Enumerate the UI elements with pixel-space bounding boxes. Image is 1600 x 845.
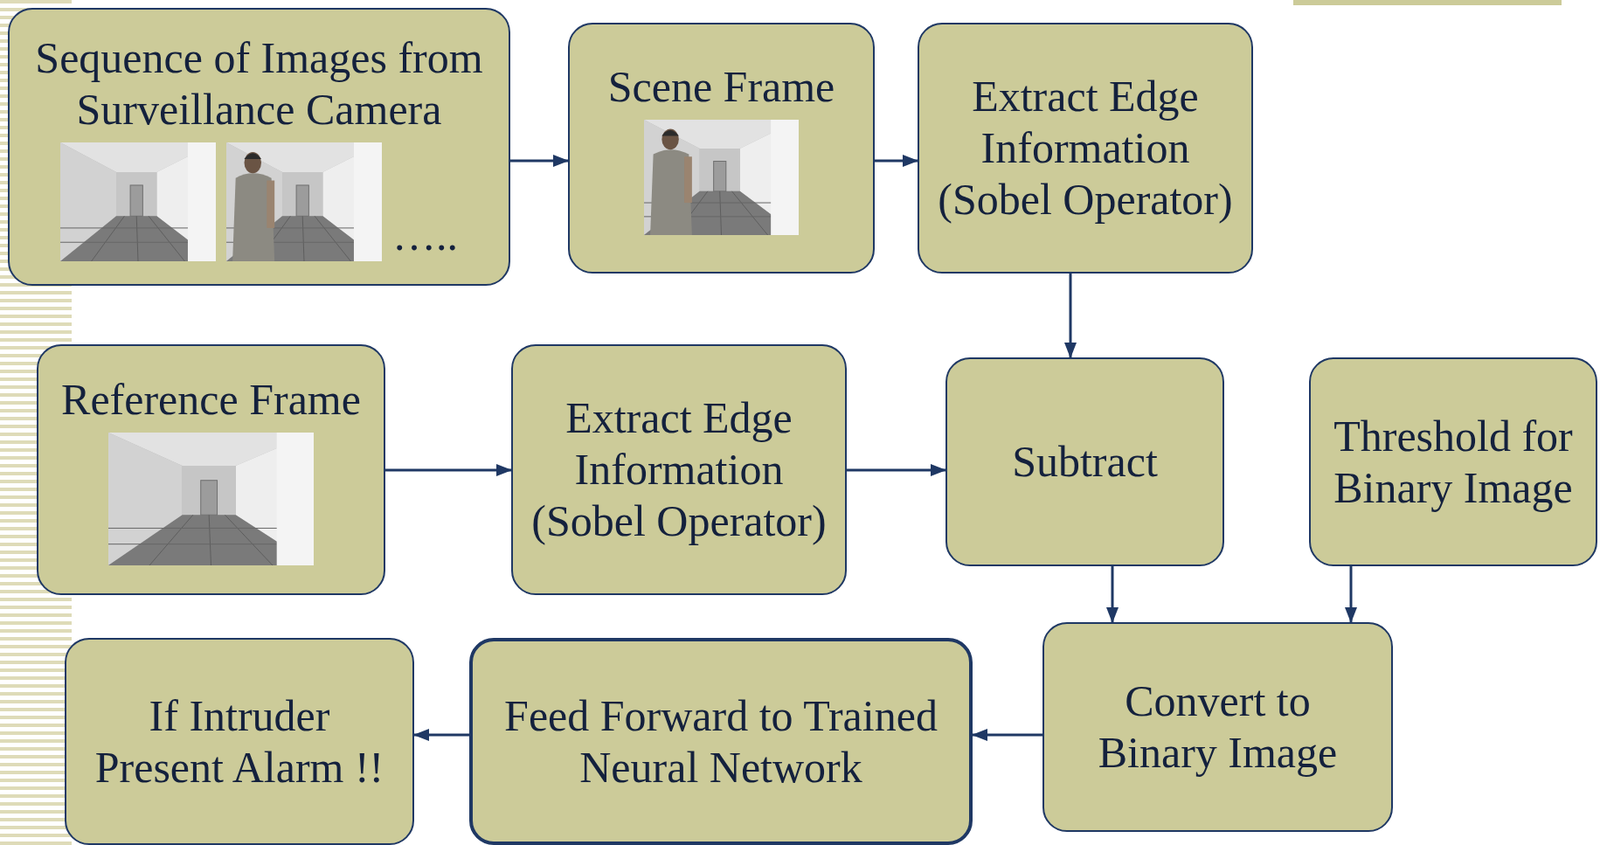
stripe xyxy=(0,306,72,311)
box-label: If Intruder Present Alarm !! xyxy=(90,690,388,794)
box-label: Scene Frame xyxy=(608,61,836,113)
stripe xyxy=(0,841,72,845)
stripe xyxy=(0,754,72,759)
process-box: Sequence of Images from Surveillance Cam… xyxy=(7,7,511,286)
top-bar xyxy=(1293,0,1562,6)
corridor-thumbnail xyxy=(60,142,216,262)
box-label: Feed Forward to Trained Neural Network xyxy=(489,690,953,794)
box-label: ….. xyxy=(392,209,458,262)
stripe xyxy=(0,613,72,617)
stripe xyxy=(0,660,72,665)
box-label: Extract Edge Information (Sobel Operator… xyxy=(932,70,1239,226)
stripe xyxy=(0,605,72,610)
stripe xyxy=(0,707,72,712)
thumbnail-row xyxy=(108,432,314,566)
thumbnail-row xyxy=(644,119,799,236)
stripe xyxy=(0,330,72,334)
stripe xyxy=(0,290,72,295)
stripe xyxy=(0,637,72,641)
flow-arrow xyxy=(414,734,470,737)
box-label: Sequence of Images from Surveillance Cam… xyxy=(20,32,498,136)
stripe xyxy=(0,786,72,790)
stripe xyxy=(0,810,72,814)
process-box: If Intruder Present Alarm !! xyxy=(64,637,415,845)
corridor-thumbnail xyxy=(226,142,382,262)
stripe xyxy=(0,621,72,625)
flow-arrow xyxy=(972,734,1043,737)
stripe xyxy=(0,668,72,672)
stripe xyxy=(0,770,72,775)
stripe xyxy=(0,644,72,649)
flow-arrow xyxy=(1111,566,1115,623)
flow-arrow xyxy=(1069,273,1073,358)
process-box: Subtract xyxy=(945,357,1225,567)
stripe xyxy=(0,802,72,806)
flow-arrow xyxy=(1350,566,1353,623)
box-label: Subtract xyxy=(1011,436,1158,488)
process-box: Extract Edge Information (Sobel Operator… xyxy=(511,344,847,596)
stripe xyxy=(0,0,72,4)
process-box: Reference Frame xyxy=(36,344,386,596)
stripe xyxy=(0,794,72,798)
corridor-thumbnail xyxy=(108,432,314,566)
stripe xyxy=(0,715,72,720)
process-box: Convert to Binary Image xyxy=(1042,622,1393,832)
stripe xyxy=(0,833,72,838)
process-box: Scene Frame xyxy=(567,22,875,274)
thumbnail-row: ….. xyxy=(60,142,458,262)
flow-arrow xyxy=(510,159,568,163)
stripe xyxy=(0,652,72,657)
box-label: Convert to Binary Image xyxy=(1069,675,1367,779)
stripe xyxy=(0,298,72,303)
stripe xyxy=(0,723,72,728)
corridor-thumbnail xyxy=(644,119,799,236)
stripe xyxy=(0,762,72,767)
process-box: Extract Edge Information (Sobel Operator… xyxy=(917,22,1254,274)
flow-arrow xyxy=(846,469,946,472)
flow-arrow xyxy=(874,159,918,163)
stripe xyxy=(0,629,72,633)
process-box: Threshold for Binary Image xyxy=(1309,357,1598,567)
stripe xyxy=(0,314,72,319)
stripe xyxy=(0,699,72,704)
stripe xyxy=(0,739,72,743)
stripe xyxy=(0,684,72,688)
stripe xyxy=(0,692,72,696)
stripe xyxy=(0,676,72,680)
stripe xyxy=(0,322,72,326)
stripe xyxy=(0,338,72,342)
box-label: Extract Edge Information (Sobel Operator… xyxy=(526,392,832,548)
box-label: Reference Frame xyxy=(61,374,361,426)
flow-arrow xyxy=(385,469,512,472)
stripe xyxy=(0,747,72,751)
stripe xyxy=(0,731,72,735)
process-box: Feed Forward to Trained Neural Network xyxy=(469,637,973,845)
box-label: Threshold for Binary Image xyxy=(1317,410,1589,514)
stripe xyxy=(0,778,72,783)
stripe xyxy=(0,817,72,822)
stripe xyxy=(0,597,72,602)
stripe xyxy=(0,825,72,830)
